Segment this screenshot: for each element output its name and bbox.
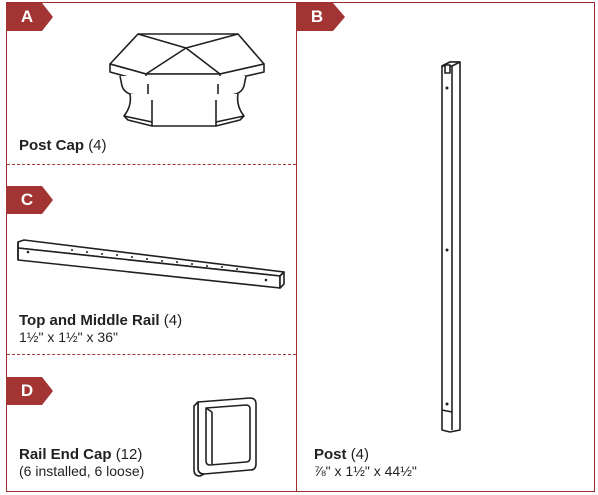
- label-c: Top and Middle Rail (4): [19, 312, 182, 330]
- parts-frame: [6, 2, 595, 492]
- part-a-qty: (4): [88, 137, 107, 154]
- tab-a: A: [6, 3, 54, 31]
- part-d-name: Rail End Cap: [19, 446, 112, 463]
- part-d-qty: (12): [115, 446, 143, 463]
- tab-c-letter: C: [20, 190, 34, 209]
- column-divider: [296, 2, 297, 492]
- tab-b: B: [296, 3, 346, 31]
- part-b-qty: (4): [350, 446, 370, 463]
- part-c-qty: (4): [163, 312, 183, 329]
- part-b-name: Post: [314, 446, 347, 463]
- part-c-name: Top and Middle Rail: [19, 312, 160, 329]
- divider-c-d: [7, 354, 296, 355]
- label-d: Rail End Cap (12): [19, 446, 142, 464]
- rail-end-cap-drawing: [193, 397, 257, 477]
- tab-b-letter: B: [310, 7, 324, 26]
- part-c-dims: 1½" x 1½" x 36": [19, 329, 118, 345]
- part-a-name: Post Cap: [19, 137, 85, 154]
- tab-c: C: [6, 186, 54, 214]
- tab-a-letter: A: [20, 7, 34, 26]
- tab-d: D: [6, 377, 54, 405]
- divider-a-c: [7, 164, 296, 165]
- label-b: Post (4): [314, 446, 369, 464]
- part-b-dims: ⅞" x 1½" x 44½": [314, 463, 417, 479]
- part-d-dims: (6 installed, 6 loose): [19, 463, 145, 479]
- label-a: Post Cap (4): [19, 137, 107, 155]
- tab-d-letter: D: [20, 381, 34, 400]
- rail-drawing: [17, 239, 285, 289]
- post-drawing: [441, 61, 461, 433]
- post-cap-drawing: [109, 33, 265, 127]
